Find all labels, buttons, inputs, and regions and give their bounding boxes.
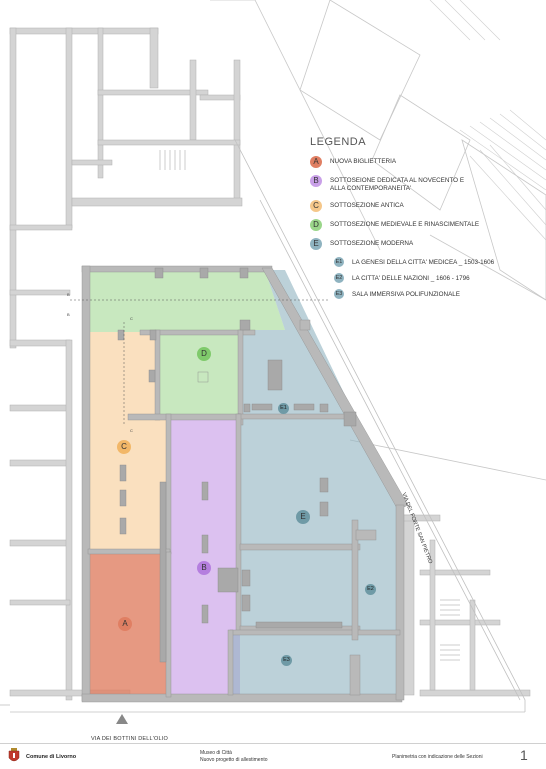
legend-dot-e3: E3: [334, 289, 344, 299]
legend-dot-e: E: [310, 238, 322, 250]
legend-label-e2: LA CITTA' DELLE NAZIONI _ 1606 - 1796: [352, 275, 470, 282]
legend-label-a: NUOVA BIGLIETTERIA: [330, 158, 397, 165]
marker-c: C: [117, 440, 131, 454]
surrounding-walls: [9, 27, 531, 701]
legend-subitem-e2: E2 LA CITTA' DELLE NAZIONI _ 1606 - 1796: [334, 273, 535, 283]
section-lines: [70, 299, 330, 424]
legend-title: LEGENDA: [310, 136, 367, 148]
marker-a: A: [118, 617, 132, 631]
footer-project-name: Nuovo progetto di allestimento: [200, 756, 268, 763]
legend-item-a: A NUOVA BIGLIETTERIA: [310, 156, 535, 168]
legend-dot-a: A: [310, 156, 322, 168]
legend-label-e: SOTTOSEZIONE MODERNA: [330, 240, 414, 247]
marker-e1: E1: [278, 403, 289, 414]
marker-e3: E3: [281, 655, 292, 666]
legend: LEGENDA A NUOVA BIGLIETTERIA B SOTTOSEIO…: [310, 136, 535, 305]
room-d: [88, 270, 285, 418]
footer-plan-title: Planimetria con indicazione delle Sezion…: [392, 754, 483, 760]
legend-subitem-e1: E1 LA GENESI DELLA CITTA' MEDICEA _ 1503…: [334, 257, 535, 267]
entrance-arrow: [116, 714, 128, 724]
marker-d: D: [197, 347, 211, 361]
legend-label-d: SOTTOSEZIONE MEDIEVALE E RINASCIMENTALE: [330, 221, 480, 228]
page-number: 1: [520, 747, 528, 763]
legend-dot-c: C: [310, 200, 322, 212]
legend-label-b: SOTTOSEIONE DEDICATA AL NOVECENTO E ALLA…: [330, 177, 465, 192]
street-edges: [0, 139, 526, 713]
floor-plan: B B C C: [0, 0, 546, 724]
marker-e: E: [296, 510, 310, 524]
section-mark-b-2: B: [67, 312, 70, 317]
footer-project: Museo di Città Nuovo progetto di allesti…: [200, 750, 268, 763]
footer-city: Comune di Livorno: [26, 754, 77, 760]
context-hatching: [429, 0, 546, 241]
section-mark-c-2: C: [130, 428, 133, 433]
legend-item-c: C SOTTOSEZIONE ANTICA: [310, 200, 535, 212]
city-crest-icon: [8, 748, 20, 762]
street-bottom-label: VIA DEI BOTTINI DELL'OLIO: [91, 736, 168, 742]
context-outlines: [210, 0, 546, 481]
stairs: [159, 150, 460, 661]
legend-label-e1: LA GENESI DELLA CITTA' MEDICEA _ 1503-16…: [352, 259, 495, 266]
section-mark-c: C: [130, 316, 133, 321]
legend-dot-b: B: [310, 175, 322, 187]
room-b: [170, 418, 240, 695]
legend-item-b: B SOTTOSEIONE DEDICATA AL NOVECENTO E AL…: [310, 175, 535, 193]
legend-label-c: SOTTOSEZIONE ANTICA: [330, 202, 404, 209]
legend-dot-d: D: [310, 219, 322, 231]
footer: Comune di Livorno Museo di Città Nuovo p…: [0, 743, 546, 769]
legend-item-e: E SOTTOSEZIONE MODERNA: [310, 238, 535, 250]
legend-dot-e2: E2: [334, 273, 344, 283]
legend-dot-e1: E1: [334, 257, 344, 267]
marker-b: B: [197, 561, 211, 575]
footer-museum: Museo di Città: [200, 750, 232, 756]
legend-item-d: D SOTTOSEZIONE MEDIEVALE E RINASCIMENTAL…: [310, 219, 535, 231]
marker-e2: E2: [365, 584, 376, 595]
legend-label-e3: SALA IMMERSIVA POLIFUNZIONALE: [352, 291, 461, 298]
museum-walls: [81, 265, 409, 703]
legend-subitem-e3: E3 SALA IMMERSIVA POLIFUNZIONALE: [334, 289, 535, 299]
display-cases: [117, 267, 357, 663]
section-mark-b: B: [67, 292, 70, 297]
